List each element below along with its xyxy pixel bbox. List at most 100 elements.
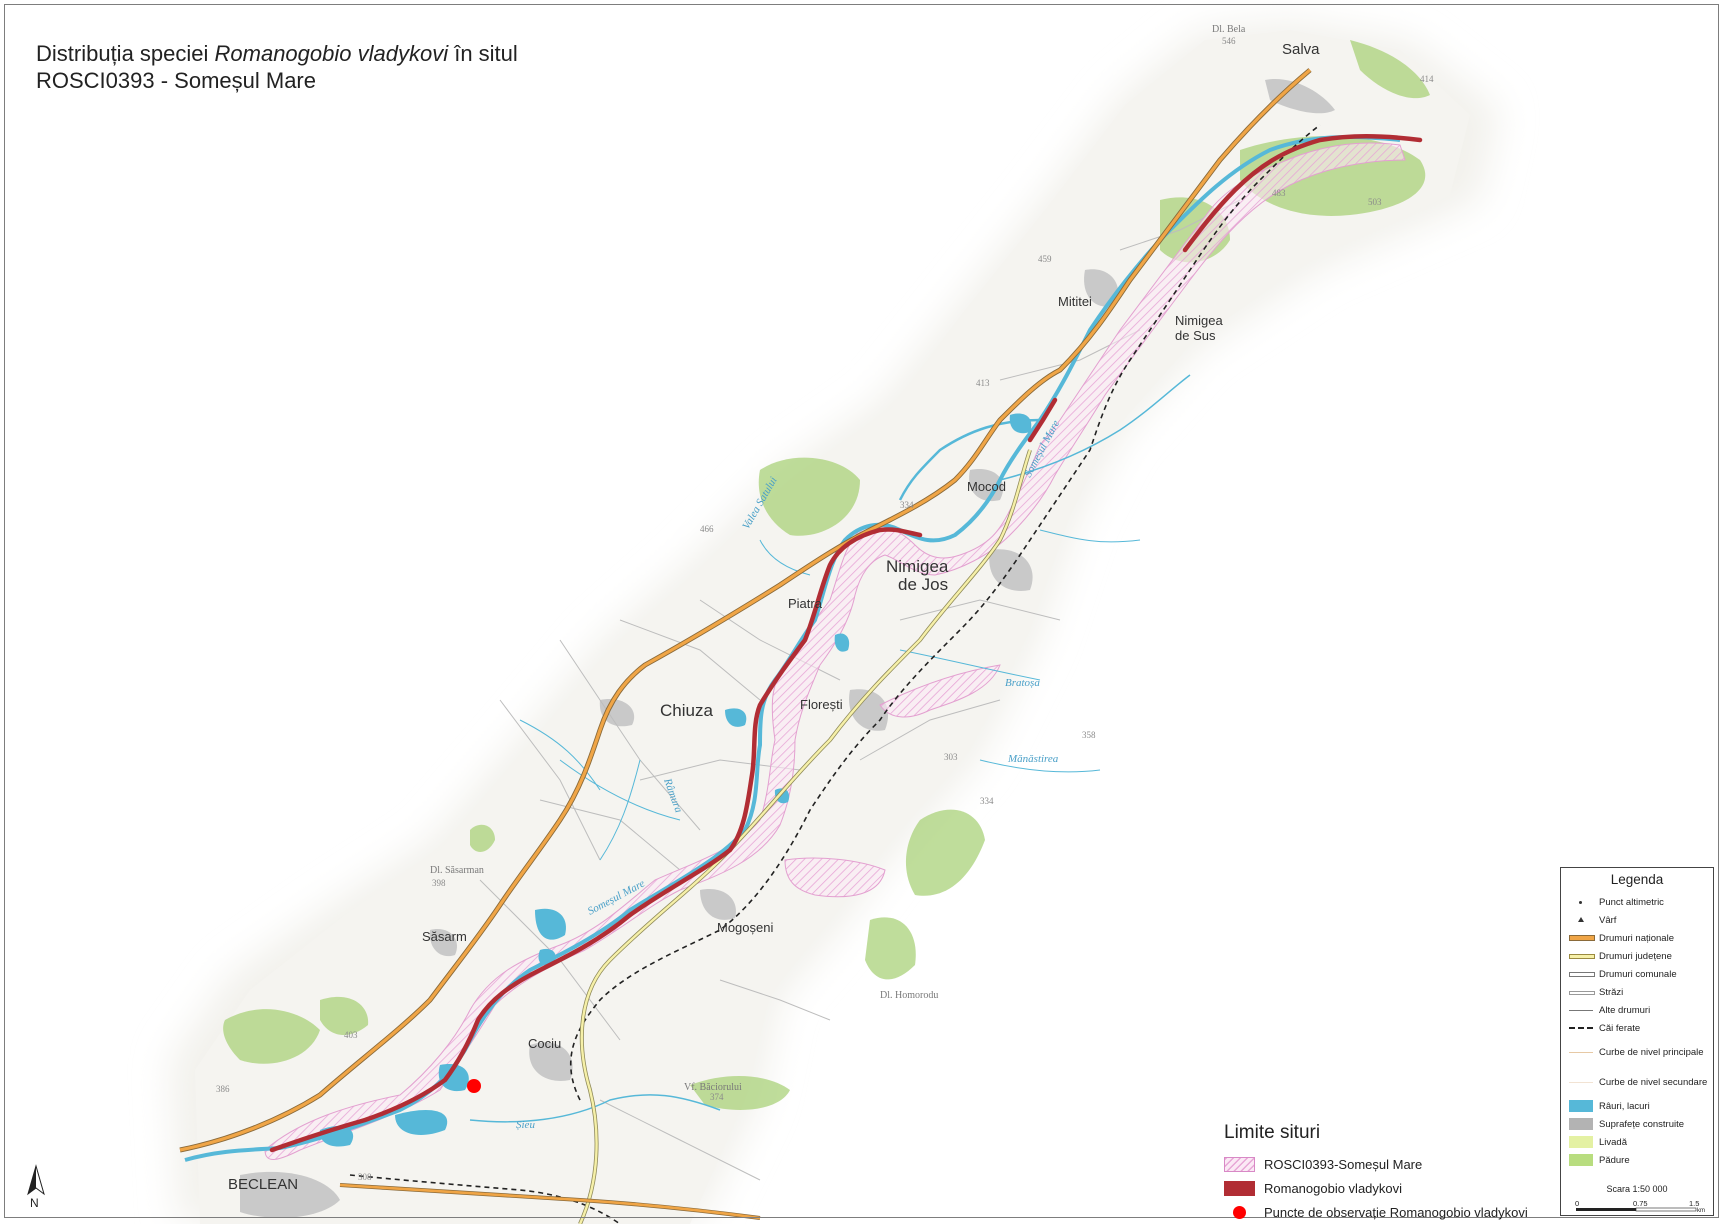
legend-item: Livadă [1561,1133,1713,1151]
scale-text: Scara 1:50 000 [1606,1184,1668,1194]
spot-height-icon [1569,896,1593,908]
height-label: 459 [1038,254,1052,264]
scale-unit: km [1697,1208,1705,1212]
map-frame [4,4,1719,1218]
label-dl-homorodu: Dl. Homorodu [880,990,938,1001]
place-beclean: BECLEAN [228,1176,298,1193]
county-road-swatch [1569,950,1595,962]
height-label: 334 [980,796,994,806]
observation-point[interactable] [467,1079,481,1093]
place-mogoseni: Mogoșeni [717,920,773,935]
legend-item: Străzi [1561,983,1713,1001]
site-legend-item: Romanogobio vladykovi [1224,1176,1554,1200]
height-label: 503 [1368,197,1382,207]
height-label: 398 [432,878,446,888]
label-river-sieu: Șieu [516,1119,535,1131]
label-dl-bela: Dl. Bela [1212,24,1246,35]
legend-item: Râuri, lacuri [1561,1097,1713,1115]
legend-item: Punct altimetric [1561,893,1713,911]
height-label: 483 [1272,188,1286,198]
north-label: N [30,1196,39,1210]
height-label: 466 [700,524,714,534]
species-distribution-line-north-2 [1182,134,1423,253]
secondary-contour-swatch [1569,1076,1593,1088]
legend-item: Drumuri comunale [1561,965,1713,983]
built-area-swatch [1569,1118,1593,1130]
place-nimigea-sus-1: Nimigea [1175,313,1223,328]
scale-tick: 1.5 [1689,1200,1699,1208]
species-name: Romanogobio vladykovi [214,41,449,66]
site-legend-item: Puncte de observație Romanogobio vladyko… [1224,1200,1554,1224]
north-arrow-icon [27,1164,45,1196]
site-legend-label: ROSCI0393-Someșul Mare [1264,1156,1423,1172]
height-label: 386 [216,1084,230,1094]
label-river-bratosa: Bratoșa [1005,677,1040,689]
railway [349,124,1321,1224]
legend-item: Curbe de nivel secundare [1561,1067,1713,1097]
place-piatra: Piatra [788,596,823,611]
height-label: 374 [710,1092,724,1102]
legend-item: Vârf [1561,911,1713,929]
height-label: 303 [944,752,958,762]
legend-item: Drumuri județene [1561,947,1713,965]
national-road-swatch [1569,932,1595,944]
built-areas [240,79,1335,1218]
height-label: 403 [344,1030,358,1040]
site-legend-item: ROSCI0393-Someșul Mare [1224,1152,1554,1176]
place-salva: Salva [1282,41,1320,58]
place-mititei: Mititei [1058,294,1092,309]
rosci-swatch [1224,1156,1255,1172]
legend-item: Pădure [1561,1151,1713,1169]
legend-item: Alte drumuri [1561,1001,1713,1019]
legend-item: Curbe de nivel principale [1561,1037,1713,1067]
map-title: Distribuția speciei Romanogobio vladykov… [36,40,518,94]
scale-tick: 0 [1575,1200,1579,1208]
north-arrow: N [24,1164,48,1212]
height-label: 308 [358,1172,372,1182]
height-label: 413 [976,378,990,388]
place-nimigea-jos-2: de Jos [898,575,948,594]
site-legend-label: Romanogobio vladykovi [1264,1180,1403,1196]
place-floresti: Florești [800,697,843,712]
other-road-swatch [1569,1004,1593,1016]
title-line-1: Distribuția speciei Romanogobio vladykov… [36,41,518,66]
title-line-2: ROSCI0393 - Someșul Mare [36,68,316,93]
height-label: 358 [1082,730,1096,740]
site-limits-legend: Limite situri ROSCI0393-Someșul Mare Rom… [1224,1122,1554,1224]
label-river-manastirea: Mănăstirea [1007,753,1059,765]
railway-swatch [1569,1022,1593,1034]
scale-bar: 0 0.75 1.5 km [1575,1200,1705,1212]
site-legend-label: Puncte de observație Romanogobio vladyko… [1264,1204,1528,1220]
communal-road-swatch [1569,968,1595,980]
place-nimigea-jos-1: Nimigea [886,557,949,576]
place-sasarm: Săsarm [422,929,467,944]
height-label: 546 [1222,36,1236,46]
site-legend-header: Limite situri [1224,1122,1321,1143]
place-cociu: Cociu [528,1036,561,1051]
label-dl-sasarman: Dl. Săsarman [430,865,484,876]
species-swatch [1224,1180,1255,1196]
height-label: 334 [900,500,914,510]
legend-item: Drumuri naționale [1561,929,1713,947]
scale-tick: 0.75 [1633,1200,1648,1208]
main-contour-swatch [1569,1046,1593,1058]
place-chiuza: Chiuza [660,701,713,720]
legend-item: Căi ferate [1561,1019,1713,1037]
water-swatch [1569,1100,1593,1112]
orchard-swatch [1569,1136,1593,1148]
street-swatch [1569,986,1595,998]
forest-swatch [1569,1154,1593,1166]
observation-point-icon [1224,1205,1255,1220]
legend-box: Legenda Punct altimetric Vârf Drumuri na… [1560,867,1714,1216]
place-mocod: Mocod [967,479,1006,494]
rosci-site-area [264,142,1406,1160]
legend-item: Suprafețe construite [1561,1115,1713,1133]
species-distribution-line-north-1 [1027,397,1058,443]
label-vf-baciorului: Vf. Băciorului [684,1082,742,1093]
legend-header: Legenda [1610,872,1664,887]
peak-icon [1569,914,1593,926]
place-nimigea-sus-2: de Sus [1175,328,1216,343]
species-distribution-line [269,527,923,1153]
height-label: 414 [1420,74,1434,84]
